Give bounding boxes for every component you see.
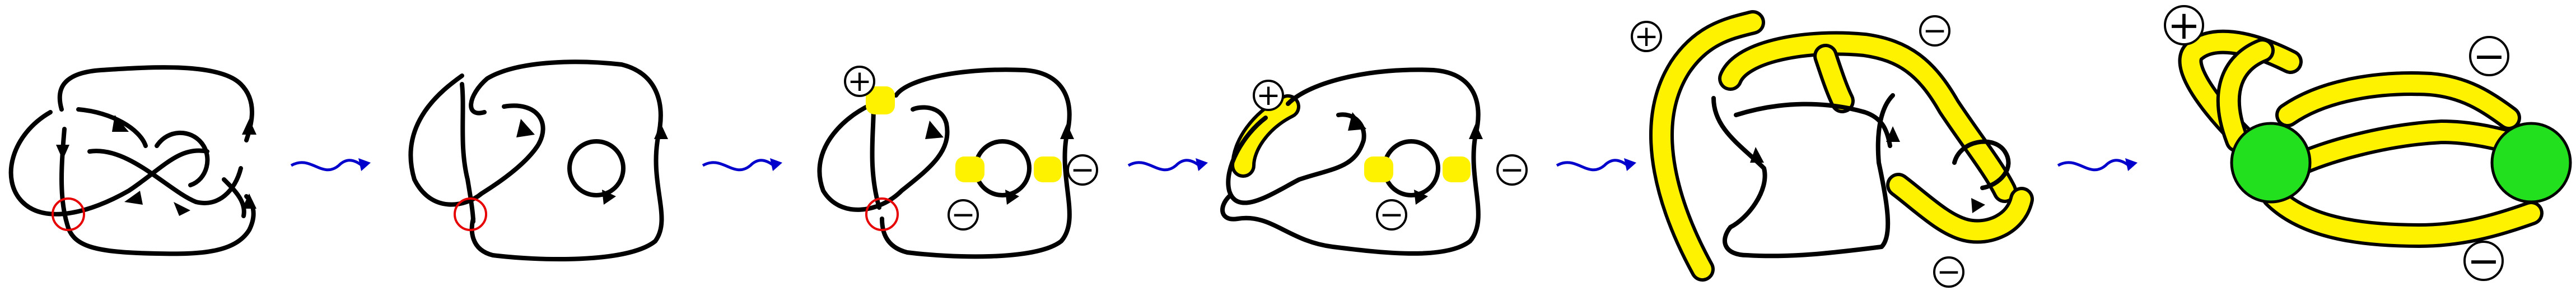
sign-plus-label: + bbox=[1256, 79, 1281, 112]
sign-minus-badge: − bbox=[2463, 238, 2504, 284]
half-twist-band bbox=[955, 156, 984, 182]
orientation-arrows bbox=[56, 115, 256, 216]
stage-5-ribbon-surface: + − − bbox=[1631, 10, 2034, 289]
sign-minus-label: − bbox=[1922, 14, 1947, 48]
sign-minus-badge: − bbox=[1933, 255, 1964, 289]
sign-plus-label: + bbox=[2168, 2, 2201, 48]
sign-minus-label: − bbox=[1500, 153, 1524, 187]
vertex-disk bbox=[2490, 122, 2572, 204]
half-twist-band bbox=[866, 86, 895, 114]
sign-minus-label: − bbox=[951, 198, 976, 232]
sign-minus-label: − bbox=[1936, 255, 1961, 289]
ribbon-band-fill bbox=[1889, 176, 2031, 241]
virtual-crossing-circle bbox=[865, 197, 899, 231]
ribbon-band-fill bbox=[1817, 47, 1851, 110]
stage-1-knot-diagram bbox=[8, 65, 256, 256]
sign-plus-badge: + bbox=[1253, 79, 1284, 112]
sign-minus-label: − bbox=[2467, 238, 2500, 284]
half-twist-band bbox=[1034, 156, 1062, 182]
small-loop bbox=[567, 139, 626, 197]
virtual-crossing-circle bbox=[454, 197, 487, 231]
virtual-crossing-circle bbox=[52, 197, 85, 231]
ribbon-band-fill bbox=[1653, 13, 1762, 278]
move-arrow-3 bbox=[1127, 158, 1208, 172]
sign-minus-badge: − bbox=[1496, 153, 1528, 187]
sign-plus-label: + bbox=[1634, 20, 1659, 53]
sign-minus-label: − bbox=[2473, 33, 2506, 79]
sign-minus-badge: − bbox=[1919, 14, 1950, 48]
stage-3-knot-diagram: + − − bbox=[817, 65, 1098, 259]
move-arrow-4 bbox=[1556, 158, 1636, 172]
stage-6-ribbon-graph: + − − bbox=[2164, 2, 2572, 284]
sign-minus-badge: − bbox=[1376, 198, 1407, 232]
ribbon-band-fill bbox=[1234, 98, 1297, 174]
ribbon-band-fill bbox=[2281, 123, 2535, 177]
move-arrow-1 bbox=[290, 158, 371, 172]
orientation-arrows bbox=[1750, 126, 1985, 213]
sign-minus-label: − bbox=[1379, 198, 1404, 232]
sign-minus-badge: − bbox=[1067, 153, 1098, 187]
half-twist-band bbox=[1364, 156, 1393, 182]
sign-plus-badge: + bbox=[2164, 2, 2204, 48]
ribbon-band-fill bbox=[2265, 187, 2540, 245]
orientation-arrows bbox=[516, 119, 668, 205]
orientation-arrows bbox=[925, 121, 1074, 205]
move-arrow-5 bbox=[2057, 158, 2138, 172]
ribbon-band-fill bbox=[2220, 42, 2271, 149]
sign-minus-badge: − bbox=[948, 198, 979, 232]
ribbon-band-fill bbox=[1721, 34, 2014, 200]
move-arrow-2 bbox=[702, 158, 782, 172]
sign-plus-label: + bbox=[847, 65, 872, 98]
ribbon-band-fill bbox=[2279, 75, 2518, 127]
stage-2-knot-diagram bbox=[408, 59, 668, 262]
orientation-arrows bbox=[1348, 112, 1483, 205]
sign-plus-badge: + bbox=[1631, 20, 1662, 53]
half-twist-band bbox=[1443, 156, 1471, 182]
sign-minus-badge: − bbox=[2469, 33, 2509, 79]
vertex-disk bbox=[2230, 122, 2312, 204]
stage-4-knot-diagram: + − − bbox=[1220, 67, 1528, 256]
sign-plus-badge: + bbox=[844, 65, 875, 98]
sign-minus-label: − bbox=[1070, 153, 1095, 187]
